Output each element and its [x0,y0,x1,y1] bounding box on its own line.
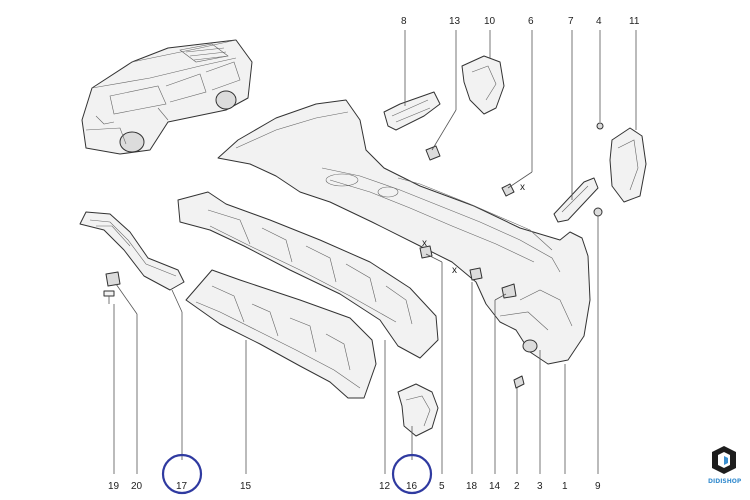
part-7-bracket-strip [553,177,599,223]
part-20-clip [105,271,121,287]
highlight-circle-17 [161,453,203,495]
part-label-13: 13 [449,16,461,27]
part-label-3: 3 [537,481,543,492]
part-label-9: 9 [595,481,601,492]
part-1-rear-bumper [217,99,591,365]
part-15-lower-spoiler [185,269,377,399]
part-label-19: 19 [108,481,120,492]
part-label-10: 10 [484,16,496,27]
part-label-12: 12 [379,481,391,492]
part-label-2: 2 [514,481,520,492]
part-2-screw [513,375,525,389]
part-label-7: 7 [568,16,574,27]
part-13-clip [425,145,441,161]
part-label-5: 5 [439,481,445,492]
part-11-side-bracket [609,127,647,203]
part-10-bracket [461,55,505,115]
shop-logo-text: DIDISHOP [708,478,742,485]
part-16-corner-bracket [397,383,439,437]
part-label-4: 4 [596,16,602,27]
part-18-clip [469,267,483,281]
car-illustration [81,39,253,155]
part-12-impact-beam [177,191,439,359]
part-label-6: 6 [528,16,534,27]
part-labels-bottom: 19 20 17 15 12 16 5 18 14 2 3 1 9 [108,481,601,492]
part-8-bracket [383,91,441,131]
highlight-circles [161,453,433,495]
part-5-clip [419,245,433,259]
part-17-trim-strip [79,211,185,291]
cross-mark: x [422,238,427,249]
shop-logo-icon [712,446,736,474]
part-label-14: 14 [489,481,501,492]
leader-lines [113,30,637,474]
part-label-15: 15 [240,481,252,492]
part-6-fastener [501,183,515,197]
part-label-11: 11 [629,16,640,27]
part-label-20: 20 [131,481,143,492]
part-label-17: 17 [176,481,188,492]
part-19-screw [103,290,115,304]
highlight-circle-16 [391,453,433,495]
part-9-nut [593,207,603,217]
part-label-18: 18 [466,481,478,492]
part-label-1: 1 [562,481,568,492]
shop-logo: DIDISHOP [708,446,742,485]
cross-mark: x [520,182,525,193]
part-label-16: 16 [406,481,418,492]
part-label-8: 8 [401,16,407,27]
part-labels-top: 8 13 10 6 7 4 11 [401,16,640,27]
cross-marks: x x x [422,182,525,276]
cross-mark: x [452,265,457,276]
part-4-screw [596,122,604,130]
